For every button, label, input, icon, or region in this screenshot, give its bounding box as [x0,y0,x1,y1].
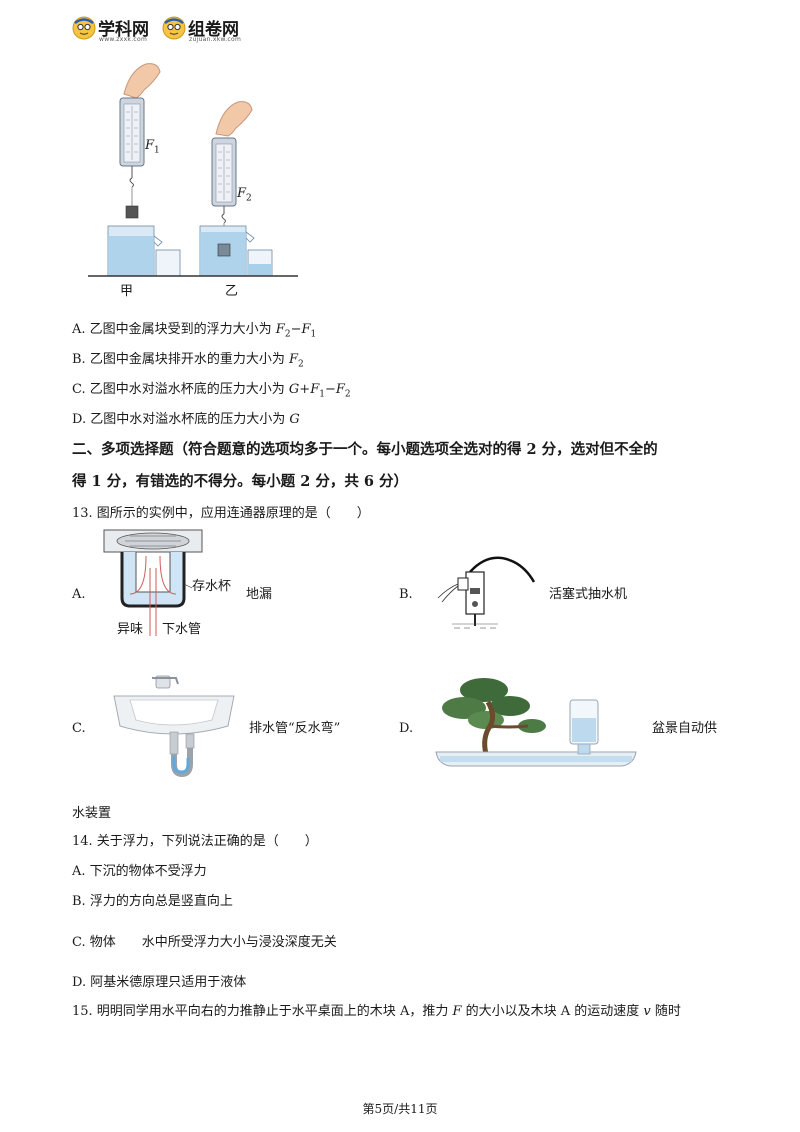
floor-drain-diagram [103,529,203,636]
q14-option-b[interactable]: B. 浮力的方向总是竖直向上 [72,894,233,909]
logo-face-icon [162,16,186,40]
q13-option-c-letter[interactable]: C. [72,721,86,736]
q14-option-c-post: 水中所受浮力大小与浸没深度无关 [141,935,337,950]
figure-label-right: 乙 [225,284,239,299]
q13-option-c-caption: 排水管“反水弯” [249,721,341,736]
figure-label-f2: F2 [237,186,252,204]
logo-zxxk-url: www.zxxk.com [99,36,148,43]
q13-option-a-caption: 地漏 [246,587,273,602]
q13-option-d-caption: 盆景自动供 [652,721,718,736]
q14-option-c-pre: C. 物体 [72,935,116,950]
figure-label-left: 甲 [120,284,134,299]
q13-option-a-letter[interactable]: A. [72,587,86,602]
logo-face-icon [72,16,96,40]
q14-stem: 14. 关于浮力，下列说法正确的是（ ） [72,834,318,849]
section-heading-line2: 得 1 分，有错选的不得分。每小题 2 分，共 6 分） [72,473,409,490]
q14-option-a[interactable]: A. 下沉的物体不受浮力 [72,864,207,879]
floor-drain-label-cup: 存水杯 [192,579,232,594]
figure-spring-scale [88,63,298,277]
bonsai-water-supply-diagram [435,678,637,767]
q12-option-b[interactable]: B. 乙图中金属块排开水的重力大小为 F2 [72,352,304,370]
q13-option-d-caption-cont: 水装置 [72,806,112,821]
logo-zujuan-url: zujuan.xkw.com [189,36,242,43]
q13-stem: 13. 图所示的实例中，应用连通器原理的是（ ） [72,506,370,521]
page-number: 第5页/共11页 [362,1102,438,1116]
q15-stem: 15. 明明同学用水平向右的力推静止于水平桌面上的木块 A，推力 F 的大小以及… [72,1004,681,1019]
q12-option-d[interactable]: D. 乙图中水对溢水杯底的压力大小为 G [72,412,300,427]
floor-drain-label-smell: 异味 [117,622,144,637]
q13-option-b-caption: 活塞式抽水机 [549,587,628,602]
q13-option-d-letter[interactable]: D. [399,721,414,736]
section-heading-line1: 二、多项选择题（符合题意的选项均多于一个。每小题选项全选对的得 2 分，选对但不… [72,441,658,458]
sink-trap-diagram [113,675,235,778]
q14-option-c[interactable]: C. 物体 水中所受浮力大小与浸没深度无关 [72,934,337,952]
q14-option-d[interactable]: D. 阿基米德原理只适用于液体 [72,975,247,990]
q12-option-c[interactable]: C. 乙图中水对溢水杯底的压力大小为 G+F1−F2 [72,382,351,400]
q13-option-b-letter[interactable]: B. [399,587,413,602]
header-logo-zujuan: 组卷网 zujuan.xkw.com [162,14,248,44]
piston-pump-diagram [437,556,536,629]
q12-option-a[interactable]: A. 乙图中金属块受到的浮力大小为 F2−F1 [72,322,317,340]
header-logo-zxxk: 学科网 www.zxxk.com [72,14,158,44]
floor-drain-label-pipe: 下水管 [162,622,202,637]
figure-label-f1: F1 [145,138,160,156]
logo-zxxk-text: 学科网 [98,20,149,40]
logo-zujuan-text: 组卷网 [188,20,239,40]
